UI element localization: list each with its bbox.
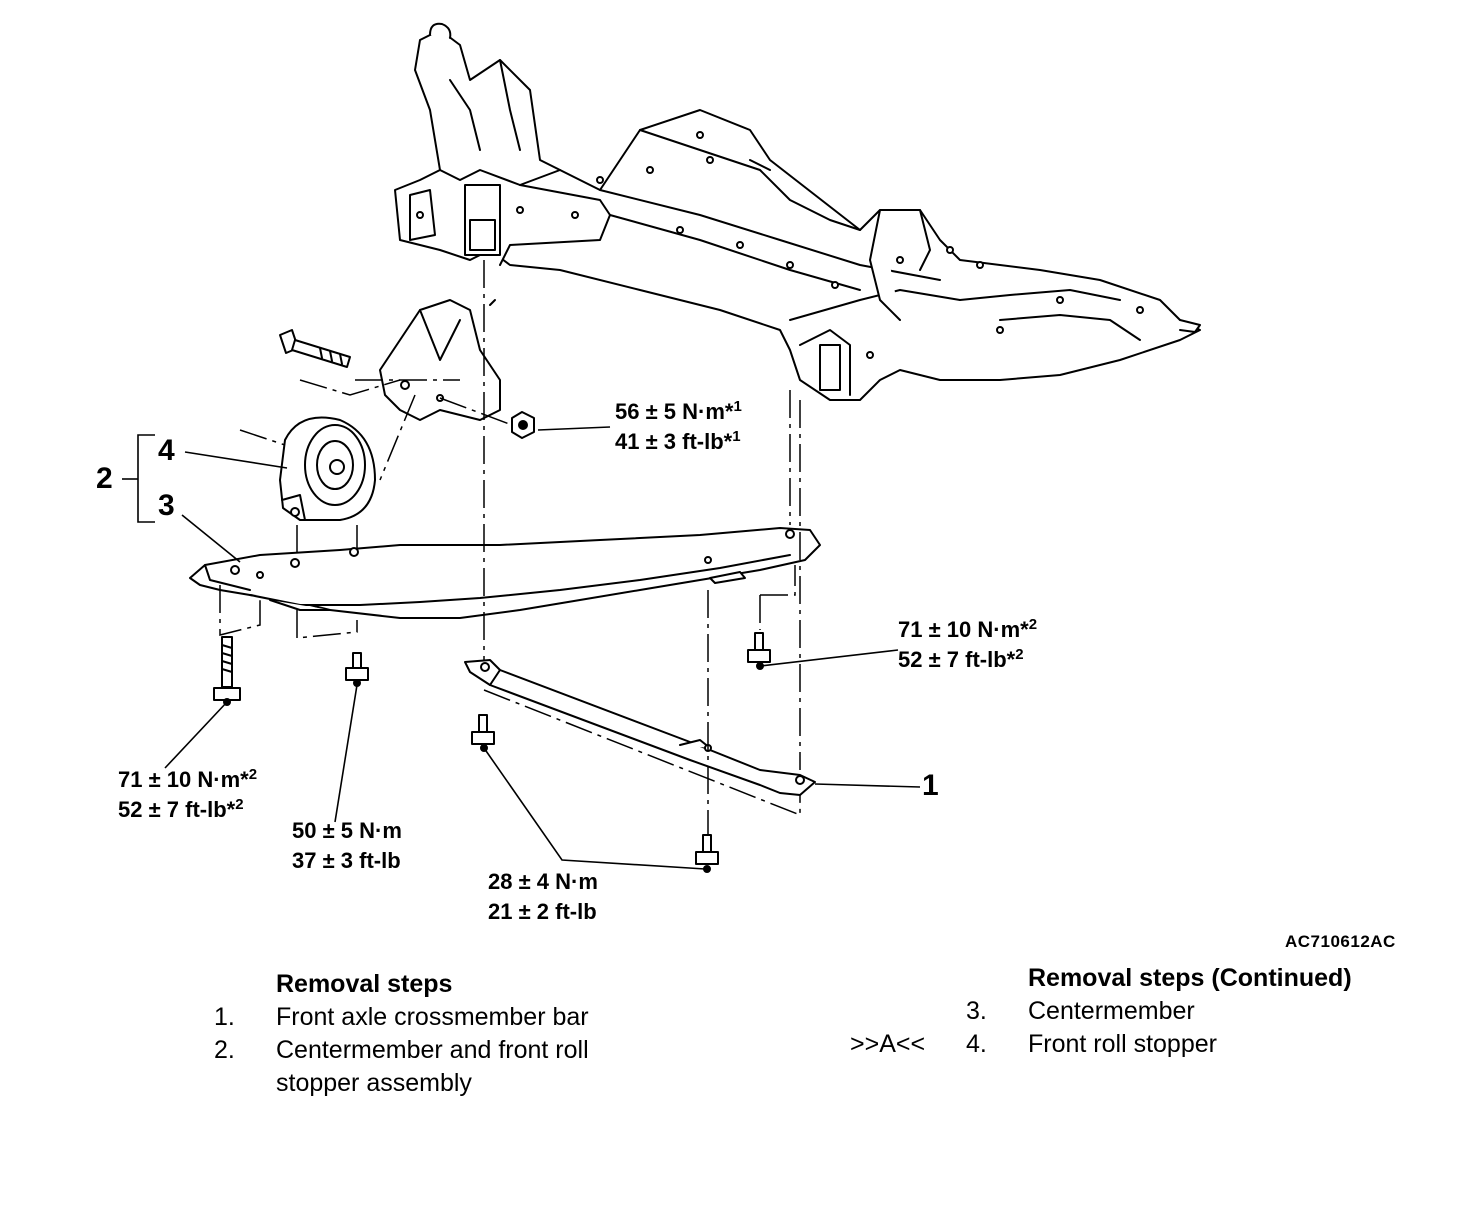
torque-note: 2 xyxy=(248,766,258,783)
step-number: 4. xyxy=(966,1030,987,1058)
torque-nm: 56 ± 5 N·m* xyxy=(615,399,734,424)
removal-steps-right: Removal steps (Continued) 3. Centermembe… xyxy=(850,962,1410,1061)
step-text-continued: stopper assembly xyxy=(276,1069,472,1097)
front-subframe xyxy=(394,22,1201,401)
torque-ft: 37 ± 3 ft-lb xyxy=(292,848,401,873)
front-roll-stopper xyxy=(279,416,376,521)
centermember xyxy=(189,527,821,619)
roll-stopper-bracket xyxy=(379,299,501,421)
figure-code: AC710612AC xyxy=(1285,932,1396,951)
callout-1: 1 xyxy=(922,769,939,802)
step-number: 2. xyxy=(214,1036,235,1064)
torque-note: 2 xyxy=(1015,646,1024,663)
torque-ft: 52 ± 7 ft-lb* xyxy=(898,647,1016,672)
torque-nm: 28 ± 4 N·m xyxy=(488,869,598,894)
step-text: Front axle crossmember bar xyxy=(276,1003,589,1031)
torque-label-bar-bolt: 28 ± 4 N·m 21 ± 2 ft-lb xyxy=(488,867,598,927)
crossmember-bar xyxy=(464,659,816,796)
bolt-b xyxy=(345,652,369,687)
step-reference: >>A<< xyxy=(850,1030,926,1058)
torque-label-rear-bolt: 71 ± 10 N·m*2 52 ± 7 ft-lb*2 xyxy=(898,615,1037,675)
removal-steps-title: Removal steps (Continued) xyxy=(1028,964,1352,992)
step-number: 3. xyxy=(966,997,987,1025)
step-number: 1. xyxy=(214,1003,235,1031)
callout-2: 2 xyxy=(96,462,113,495)
bolt-e xyxy=(695,834,719,873)
step-text: Centermember and front roll xyxy=(276,1036,589,1064)
bolt-d xyxy=(471,714,495,752)
torque-ft: 21 ± 2 ft-lb xyxy=(488,899,597,924)
torque-nm: 50 ± 5 N·m xyxy=(292,818,402,843)
bolt-a xyxy=(213,636,241,706)
torque-note: 1 xyxy=(733,398,742,415)
bolt-c xyxy=(747,632,771,670)
torque-ft: 52 ± 7 ft-lb* xyxy=(118,797,236,822)
torque-note: 1 xyxy=(732,428,741,445)
bracket-nut xyxy=(511,411,535,439)
removal-steps-title: Removal steps xyxy=(276,970,453,998)
torque-nm: 71 ± 10 N·m* xyxy=(118,767,249,792)
torque-label-stopper-bolt: 50 ± 5 N·m 37 ± 3 ft-lb xyxy=(292,816,402,876)
callout-4: 4 xyxy=(158,434,175,467)
step-text: Front roll stopper xyxy=(1028,1030,1217,1058)
bracket-bolt xyxy=(279,329,351,368)
callout-3: 3 xyxy=(158,489,175,522)
torque-note: 2 xyxy=(1028,616,1038,633)
torque-note: 2 xyxy=(235,796,244,813)
torque-label-nut: 56 ± 5 N·m*1 41 ± 3 ft-lb*1 xyxy=(615,397,742,457)
removal-steps-left: Removal steps 1. Front axle crossmember … xyxy=(214,968,654,1100)
torque-ft: 41 ± 3 ft-lb* xyxy=(615,429,733,454)
torque-label-front-bolt: 71 ± 10 N·m*2 52 ± 7 ft-lb*2 xyxy=(118,765,257,825)
torque-nm: 71 ± 10 N·m* xyxy=(898,617,1029,642)
step-text: Centermember xyxy=(1028,997,1195,1025)
